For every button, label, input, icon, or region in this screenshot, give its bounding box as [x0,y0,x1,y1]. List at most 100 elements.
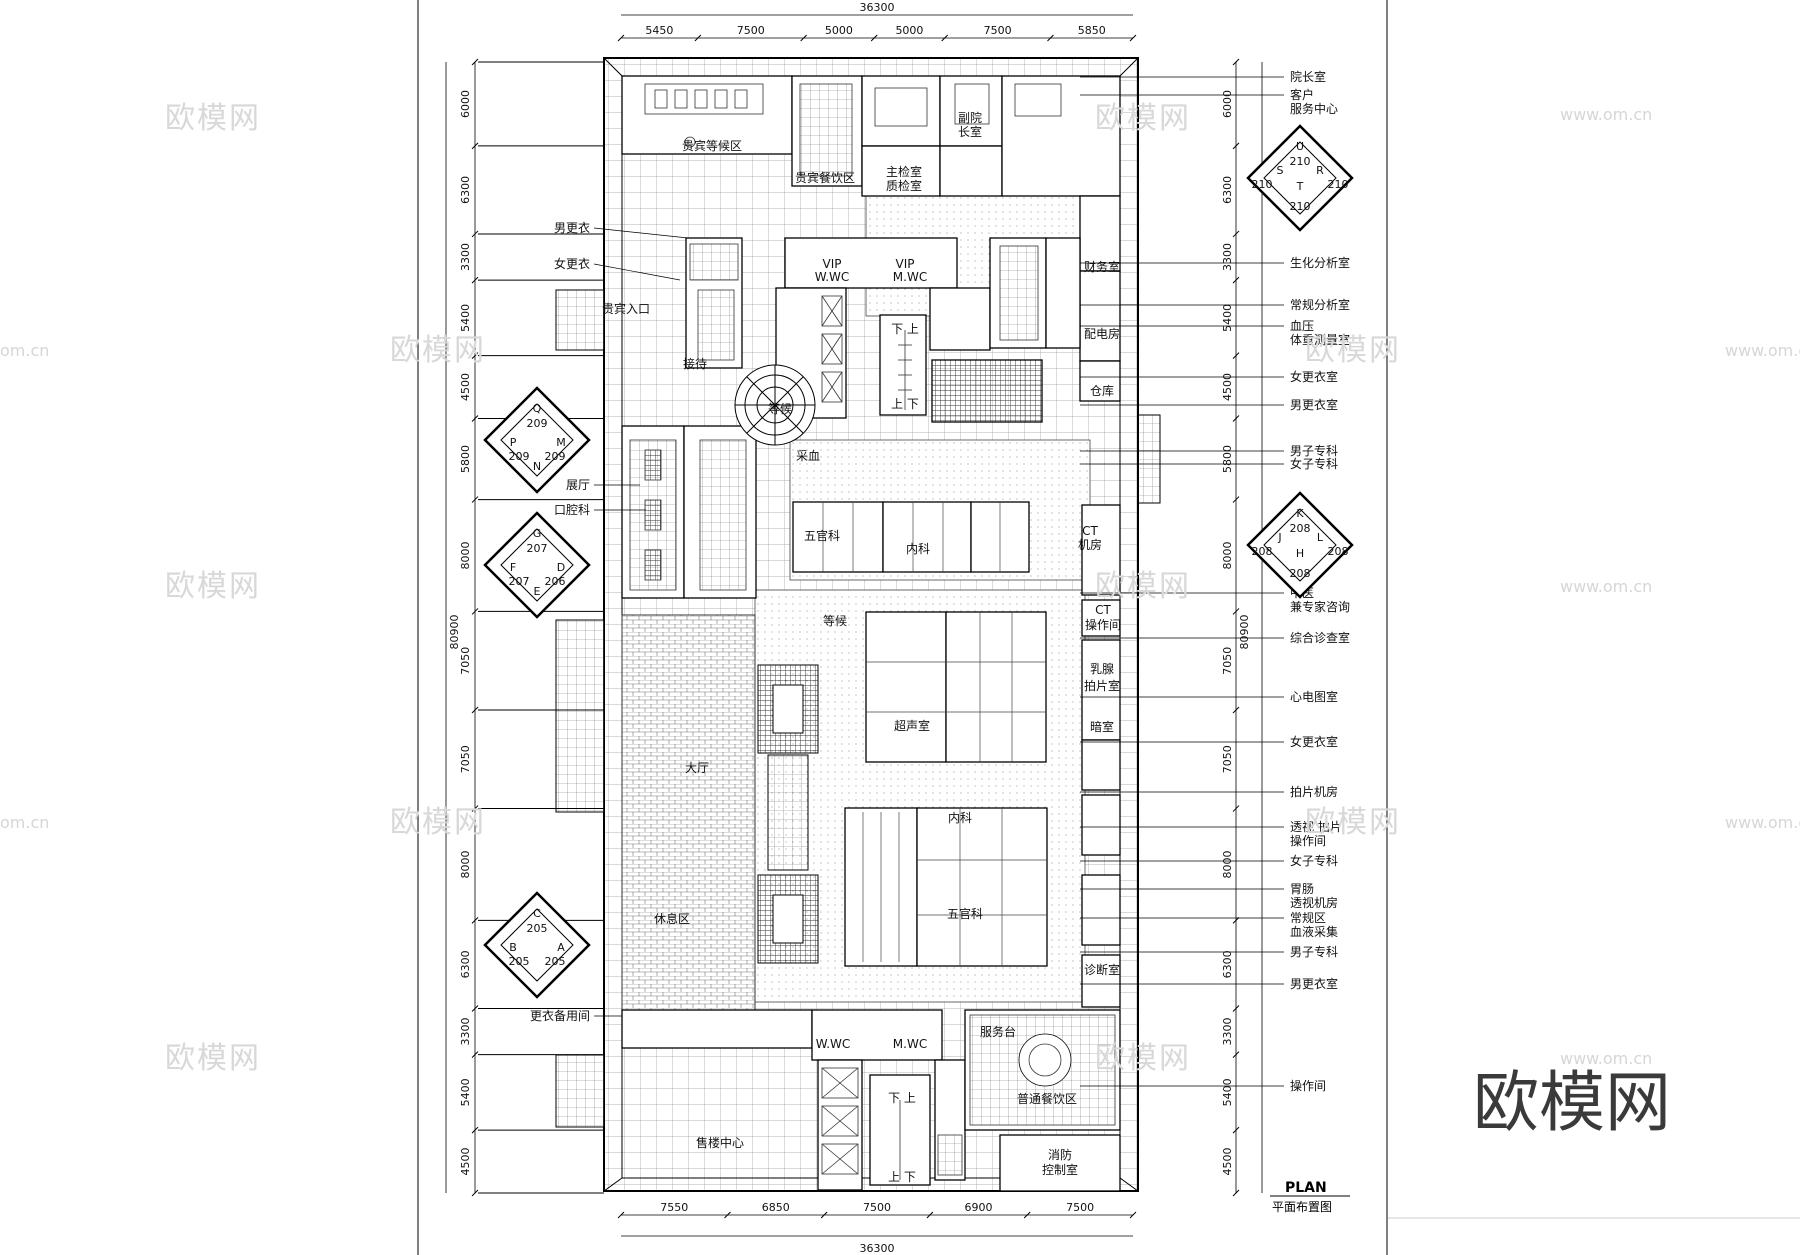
left-tick-14 [471,1189,479,1197]
left-dim-12: 5400 [459,1078,472,1106]
top-dim-2: 5000 [825,24,853,37]
callout-exhibition: 展厅 [566,478,590,492]
callout-customer: 客户 [1290,87,1314,102]
watermark-url-6: www.om.cn [1725,813,1800,832]
room-label-ct-op-2: 操作间 [1085,617,1121,632]
room-label-reception: 接待 [683,356,707,371]
right-callout-leaders [1080,76,1284,1087]
right-tick-9 [1232,805,1240,812]
watermark-brand-5: 欧模网 [165,1041,261,1076]
room-label-w-wc: W.WC [816,1037,851,1051]
marker-209-left-letter: P [510,436,517,449]
dimension-lines [445,14,1263,1237]
top-tick-2 [800,34,808,42]
watermark-brand-10: 欧模网 [1095,1041,1191,1076]
room-labels: 贵宾等候区 贵宾餐饮区 主检室 质检室 副院 长室 VIP W.WC VIP M… [602,111,1121,1184]
room-label-vip-entrance: 贵宾入口 [602,301,650,316]
left-dim-7: 7050 [459,647,472,675]
marker-208-top-letter: K [1296,507,1304,520]
right-dim-5: 5800 [1221,445,1234,473]
top-tick-3 [870,34,878,42]
room-label-vip-m: VIP [896,257,915,271]
right-tick-3 [1232,276,1240,284]
room-label-stairs-top-b: 上 下 [891,397,919,411]
clinic-row-top [792,501,1121,637]
bottom-service-details [821,1014,1116,1180]
room-label-waiting-round: 等候 [768,402,792,416]
right-dim-7: 7050 [1221,647,1234,675]
room-label-dining: 普通餐饮区 [1017,1091,1077,1106]
room-label-vip-w: VIP [823,257,842,271]
marker-210-bottom-letter: T [1296,180,1304,193]
callout-fluoro-2: 操作间 [1290,833,1326,848]
left-dim-1: 6300 [459,176,472,204]
top-dimension-ticks [471,34,1240,1219]
right-tick-5 [1232,415,1240,422]
room-label-waiting-mid: 等候 [823,614,847,628]
room-label-service-desk: 服务台 [980,1024,1016,1039]
ultrasound-block [865,611,1121,791]
room-label-rest: 休息区 [654,911,690,926]
watermark-brand-9: 欧模网 [1305,805,1401,840]
lobby-paving [621,614,756,1011]
top-dim-1: 7500 [737,24,765,37]
watermark-url-3: www.om.cn [1725,341,1800,360]
top-tick-0 [617,34,625,42]
elevation-marker-210: U S R T 210 210 210 210 [1246,124,1354,232]
callout-xray-room: 拍片机房 [1290,784,1338,799]
right-dim-8: 7050 [1221,745,1234,773]
left-tick-5 [471,415,479,422]
left-dim-4: 4500 [459,373,472,401]
top-tick-6 [1129,34,1137,42]
left-entrances [555,289,1161,1128]
room-label-storage: 仓库 [1090,383,1114,398]
right-dim-13: 4500 [1221,1148,1234,1176]
marker-210-left-num: 210 [1252,178,1273,191]
clinic-block-bottom-cubicles [862,808,1047,966]
room-label-stairs-top-a: 下 上 [891,322,919,336]
right-dim-9: 8000 [1221,850,1234,878]
room-label-ct-op: CT [1095,603,1111,617]
marker-209-right-num: 209 [545,450,566,463]
marker-210-left-letter: S [1277,164,1284,177]
marker-207-left-letter: F [510,561,516,574]
bottom-dim-4: 7500 [1066,1201,1094,1214]
top-tick-5 [1047,34,1054,42]
top-tick-1 [694,34,702,42]
watermark-brand-6: 欧模网 [1095,101,1191,136]
round-waiting-area [734,364,816,446]
watermark-brand-8: 欧模网 [1095,569,1191,604]
marker-209-top-letter: Q [533,402,542,415]
right-dim-4: 4500 [1221,373,1234,401]
marker-209-top-num: 209 [527,417,548,430]
bottom-tick-0 [617,1211,625,1219]
callout-routine-area: 常规区 [1290,910,1326,925]
marker-210-top-num: 210 [1290,155,1311,168]
right-dim-3: 5400 [1221,304,1234,332]
room-label-m-wc: M.WC [893,1037,927,1051]
marker-208-left-letter: J [1277,531,1281,544]
left-segment-labels: 6000630033005400450058008000705070508000… [459,90,472,1176]
top-dim-3: 5000 [895,24,923,37]
right-dim-1: 6300 [1221,176,1234,204]
clinic-row-top-cubicles [822,502,1001,572]
callout-female-spec-1: 女子专科 [1290,456,1338,471]
marker-205-right-letter: A [557,941,565,954]
callout-female-spec-2: 女子专科 [1290,853,1338,868]
right-total-dim: 80900 [1238,615,1251,650]
marker-207-left-num: 207 [509,575,530,588]
callout-operation: 操作间 [1290,1078,1326,1093]
watermark-brand-1: 欧模网 [165,101,261,136]
left-tick-8 [471,706,479,714]
marker-210-top-letter: U [1296,140,1304,153]
left-tick-13 [471,1126,479,1134]
marker-208-bottom-num: 208 [1290,567,1311,580]
room-label-diagnosis: 诊断室 [1084,962,1120,977]
watermarks: 欧模网 欧模网 欧模网 欧模网 欧模网 欧模网 欧模网 欧模网 欧模网 欧模网 … [0,101,1800,1141]
callout-gi: 胃肠 [1290,882,1314,896]
right-dim-0: 6000 [1221,90,1234,118]
marker-207-right-letter: D [557,561,565,574]
bottom-tick-2 [820,1211,828,1219]
left-dim-8: 7050 [459,745,472,773]
